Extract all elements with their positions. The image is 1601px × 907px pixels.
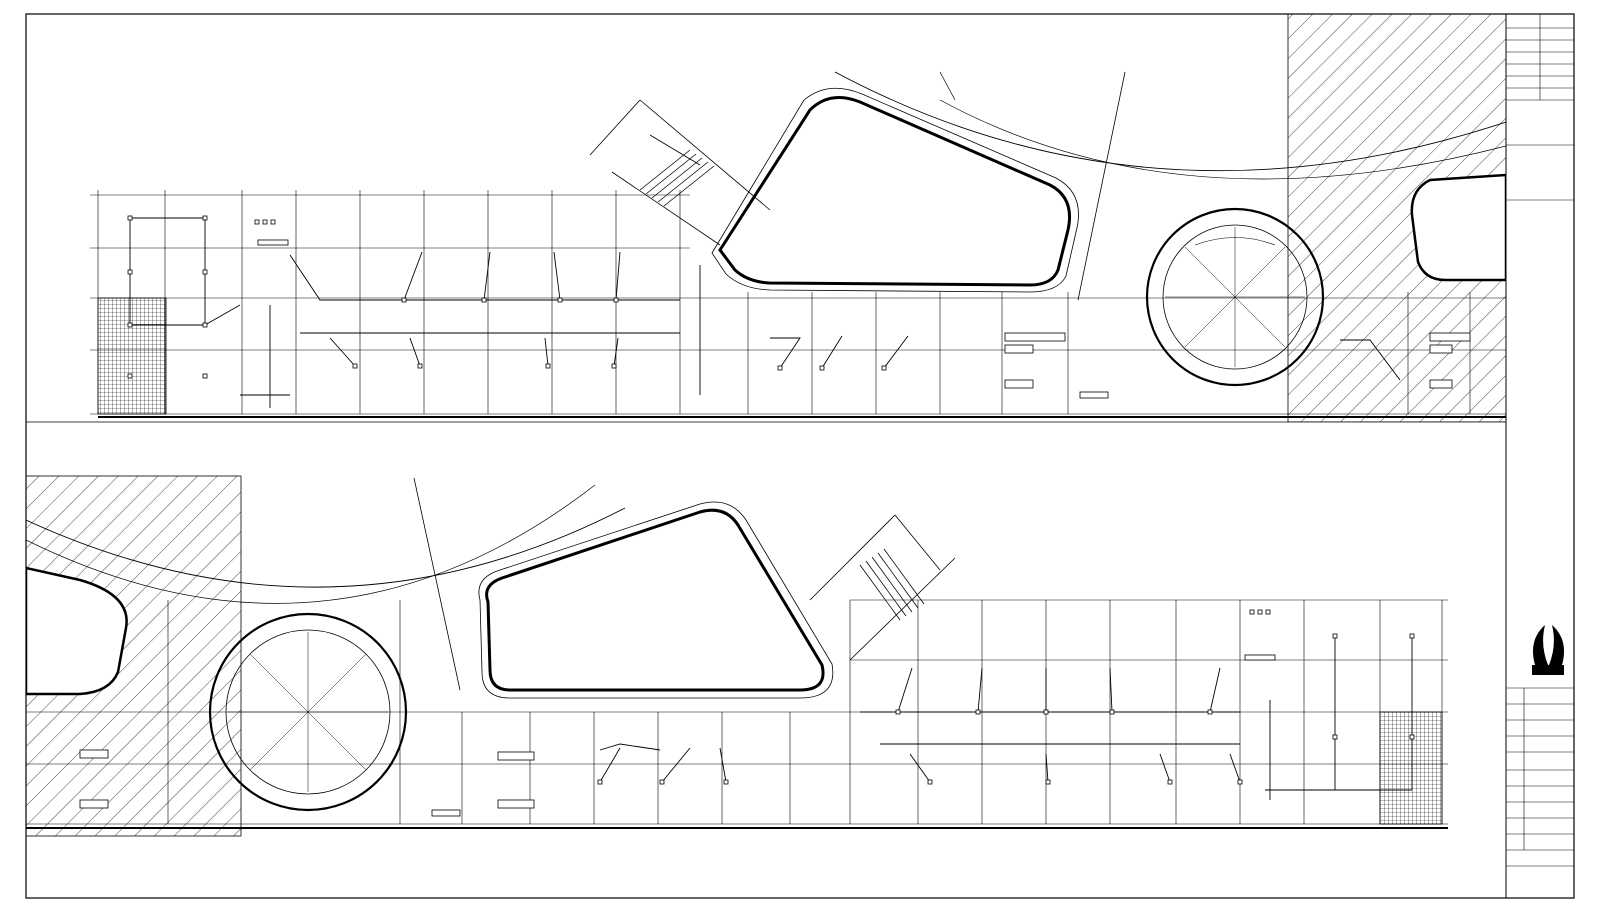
wiring-bottom: [599, 634, 1413, 800]
devices-bottom: [79, 609, 1415, 817]
title-block: [1506, 14, 1574, 867]
road-arc: [26, 507, 626, 588]
plan-view-bottom: [26, 475, 1448, 837]
dense-grid-zone: [1379, 711, 1443, 825]
road-arc-inner: [939, 99, 1506, 180]
emblem-logo: [1532, 625, 1565, 675]
ramp: [809, 514, 956, 661]
ramp: [589, 99, 771, 246]
wiring-top: [129, 217, 1401, 408]
building-outline: [718, 96, 1071, 287]
circular-room: [1145, 207, 1325, 387]
plan-view-top: [90, 14, 1506, 422]
devices-top: [127, 215, 1471, 399]
dense-grid-zone: [97, 297, 167, 415]
column-grid: [90, 190, 1506, 415]
building-outline: [485, 508, 825, 692]
road-arc: [834, 71, 1506, 172]
